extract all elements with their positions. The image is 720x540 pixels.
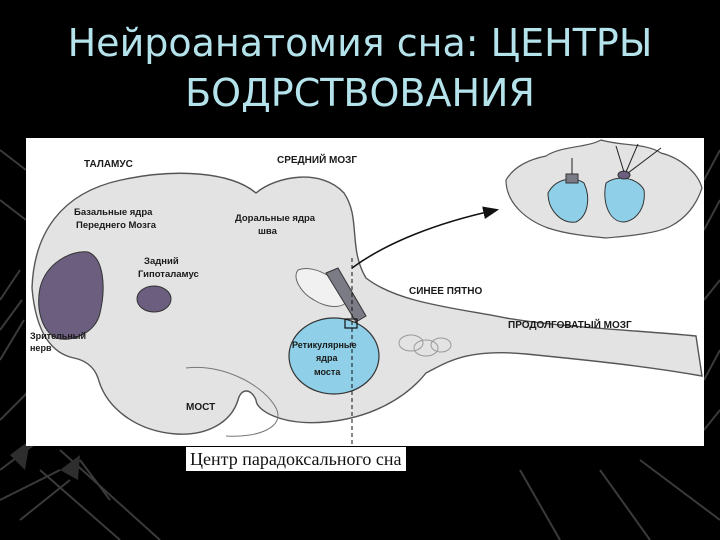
section-marker <box>344 318 358 329</box>
title-line-1: Нейроанатомия сна: ЦЕНТРЫ <box>67 21 653 65</box>
label-reticular-line3: моста <box>314 367 341 377</box>
label-medulla: ПРОДОЛГОВАТЫЙ МОЗГ <box>508 318 632 331</box>
label-thalamus: ТАЛАМУС <box>84 159 133 170</box>
label-optic-line1: Зрительный <box>30 331 86 341</box>
posterior-hypothalamus-nucleus <box>136 285 172 313</box>
title-line-2: БОДРСТВОВАНИЯ <box>185 71 535 115</box>
label-dorsal-line2: шва <box>258 226 278 237</box>
label-reticular-line2: ядра <box>316 353 338 363</box>
label-midbrain: СРЕДНИЙ МОЗГ <box>277 153 357 166</box>
label-pons: МОСТ <box>186 402 215 413</box>
reticular-pontine-nucleus <box>288 317 380 395</box>
label-reticular-line1: Ретикулярные <box>292 340 357 350</box>
locus-coeruleus-nucleus <box>325 267 367 323</box>
basal-forebrain-nucleus <box>38 251 104 340</box>
brain-diagram-svg: ТАЛАМУС СРЕДНИЙ МОЗГ Базальные ядра Пере… <box>30 139 703 446</box>
label-locus-coeruleus: СИНЕЕ ПЯТНО <box>409 286 482 297</box>
figure-caption: Центр парадоксального сна <box>186 447 406 471</box>
slide-title: Нейроанатомия сна: ЦЕНТРЫ БОДРСТВОВАНИЯ <box>40 18 680 118</box>
brainstem-outline <box>31 172 703 435</box>
label-basal-line2: Переднего Мозга <box>76 220 157 231</box>
dorsal-raphe-nucleus <box>295 268 349 307</box>
cross-section <box>505 139 703 239</box>
brain-diagram: ТАЛАМУС СРЕДНИЙ МОЗГ Базальные ядра Пере… <box>26 138 704 446</box>
label-optic-line2: нерв <box>30 343 52 353</box>
label-post-hypo-line2: Гипоталамус <box>138 269 199 280</box>
label-post-hypo-line1: Задний <box>144 256 179 267</box>
arrow-to-cross-section <box>351 206 500 269</box>
pons-outline <box>185 366 279 437</box>
label-basal-line1: Базальные ядра <box>74 207 153 218</box>
medulla-swirls <box>398 334 452 357</box>
label-dorsal-line1: Доральные ядра <box>235 213 316 224</box>
